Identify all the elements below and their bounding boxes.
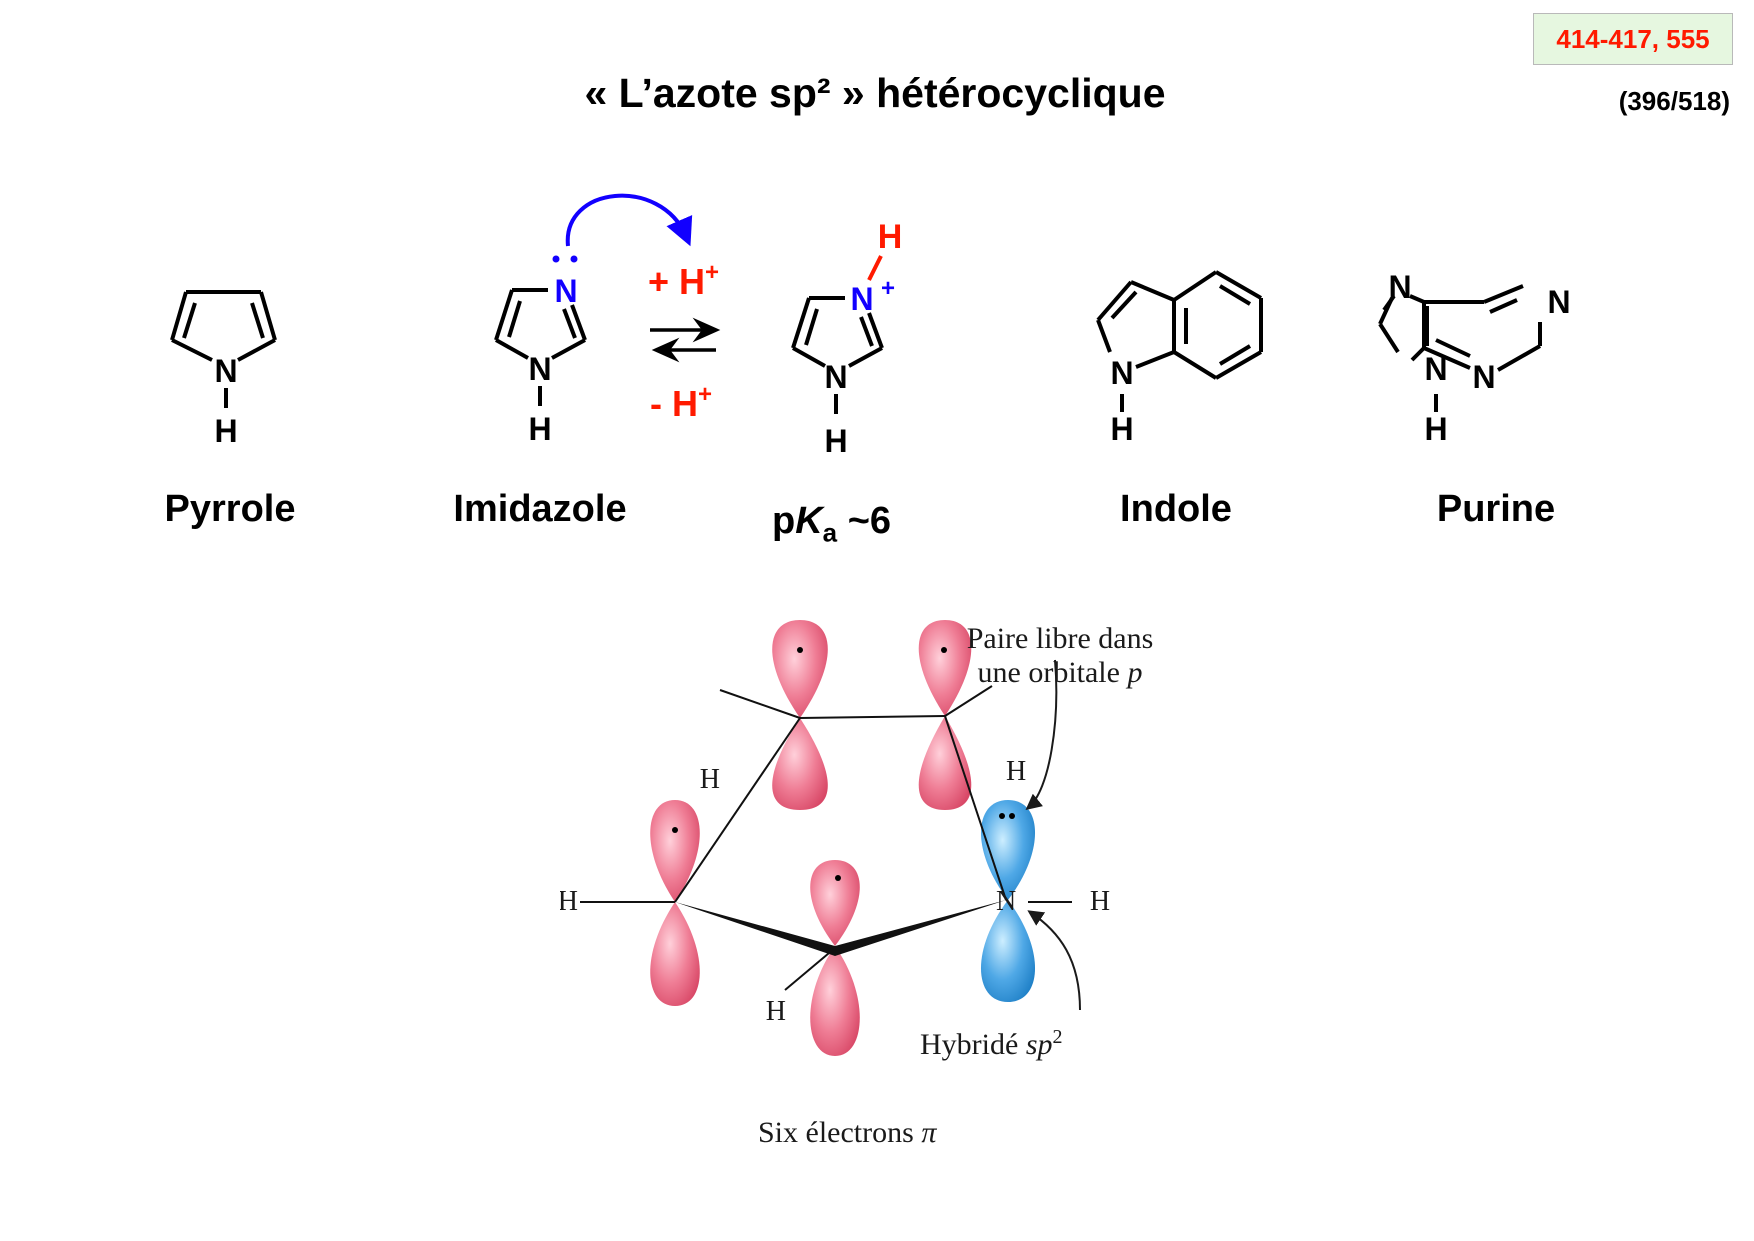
upper-p-lobe xyxy=(772,620,828,718)
indole-h-atom: H xyxy=(1110,411,1133,447)
indole-structure xyxy=(1096,270,1263,412)
nh-bond xyxy=(867,255,883,281)
nitrogen-upper-lobe xyxy=(980,800,1036,900)
imidazole-n-bottom-atom: N xyxy=(528,351,551,387)
pka-label: pKa ~6 xyxy=(772,500,892,548)
nitrogen-atom-label: N xyxy=(996,886,1016,917)
hydrogen-atom-label: H xyxy=(560,886,578,917)
nitrogen-lower-lobe xyxy=(980,900,1036,1002)
lower-p-lobe xyxy=(810,946,860,1056)
ring-wedge-bond xyxy=(675,900,1006,956)
pyrrole-label: Pyrrole xyxy=(164,488,296,530)
indole-n-atom: N xyxy=(1110,355,1133,391)
pyrrole-h-atom: H xyxy=(214,413,237,449)
imidazolium-n-top-atom: N xyxy=(850,281,873,317)
p-orbital-lobes xyxy=(650,620,1036,1056)
upper-p-lobe xyxy=(918,620,972,716)
hydrogen-atom-label: H xyxy=(1006,756,1026,787)
imidazolium-h-atom: H xyxy=(824,423,847,459)
lone-pair-arrow-icon xyxy=(1025,659,1058,811)
purine-label: Purine xyxy=(1436,488,1556,530)
purine-n7-atom: N xyxy=(1388,269,1411,305)
lone-pair-dot xyxy=(552,255,560,263)
svg-text:+ H+: + H+ xyxy=(648,259,719,302)
imidazole-n-top-atom: N xyxy=(554,273,577,309)
imidazolium-h-top-atom: H xyxy=(878,218,903,256)
ring-bonds xyxy=(580,685,1072,991)
imidazole-structure xyxy=(494,288,587,406)
orbital-caption: Six électrons π xyxy=(758,1116,937,1149)
hydrogen-atom-label: H xyxy=(1090,886,1110,917)
equilibrium-arrows-icon xyxy=(650,317,721,363)
purine-n9-atom: N xyxy=(1424,351,1447,387)
imidazole-label: Imidazole xyxy=(453,488,627,530)
lower-p-lobe xyxy=(918,716,972,810)
imidazole-h-atom: H xyxy=(528,411,551,447)
lone-pair-annotation: Paire libre dans une orbitale p xyxy=(966,622,1154,689)
upper-p-lobe xyxy=(650,800,700,902)
upper-p-lobe xyxy=(810,860,860,946)
svg-text:- H+: - H+ xyxy=(650,381,712,424)
curved-arrow-icon xyxy=(565,193,693,247)
purine-n3-atom: N xyxy=(1472,359,1495,395)
positive-charge-label: + xyxy=(881,275,895,302)
purine-structure xyxy=(1378,284,1542,412)
page-reference-badge: 414-417, 555 xyxy=(1533,13,1733,65)
electron-dots xyxy=(672,647,1015,881)
pi-orbital-diagram: H H H N H H xyxy=(560,620,1110,1056)
hybrid-arrow-icon xyxy=(1027,910,1081,1011)
molecules-diagram: N H N N H + H+ - H+ H N xyxy=(170,193,1571,459)
plus-h-label: + H+ xyxy=(648,259,719,302)
hydrogen-atom-label: H xyxy=(700,764,720,795)
purine-n1-atom: N xyxy=(1547,284,1570,320)
slide-reference: (396/518) xyxy=(1618,86,1730,116)
hydrogen-atom-label: H xyxy=(766,996,786,1027)
pyrrole-structure xyxy=(170,290,277,408)
lower-p-lobe xyxy=(650,902,700,1006)
hybridization-annotation: Hybridé sp2 xyxy=(920,1026,1063,1061)
indole-label: Indole xyxy=(1120,488,1232,530)
lone-pair-dot xyxy=(570,255,578,263)
imidazolium-n-bottom-atom: N xyxy=(824,359,847,395)
imidazolium-structure xyxy=(791,296,884,414)
purine-h-atom: H xyxy=(1424,411,1447,447)
minus-h-label: - H+ xyxy=(650,381,712,424)
lower-p-lobe xyxy=(772,718,828,810)
pyrrole-n-atom: N xyxy=(214,353,237,389)
page-title: « L’azote sp² » hétérocyclique xyxy=(584,70,1166,116)
